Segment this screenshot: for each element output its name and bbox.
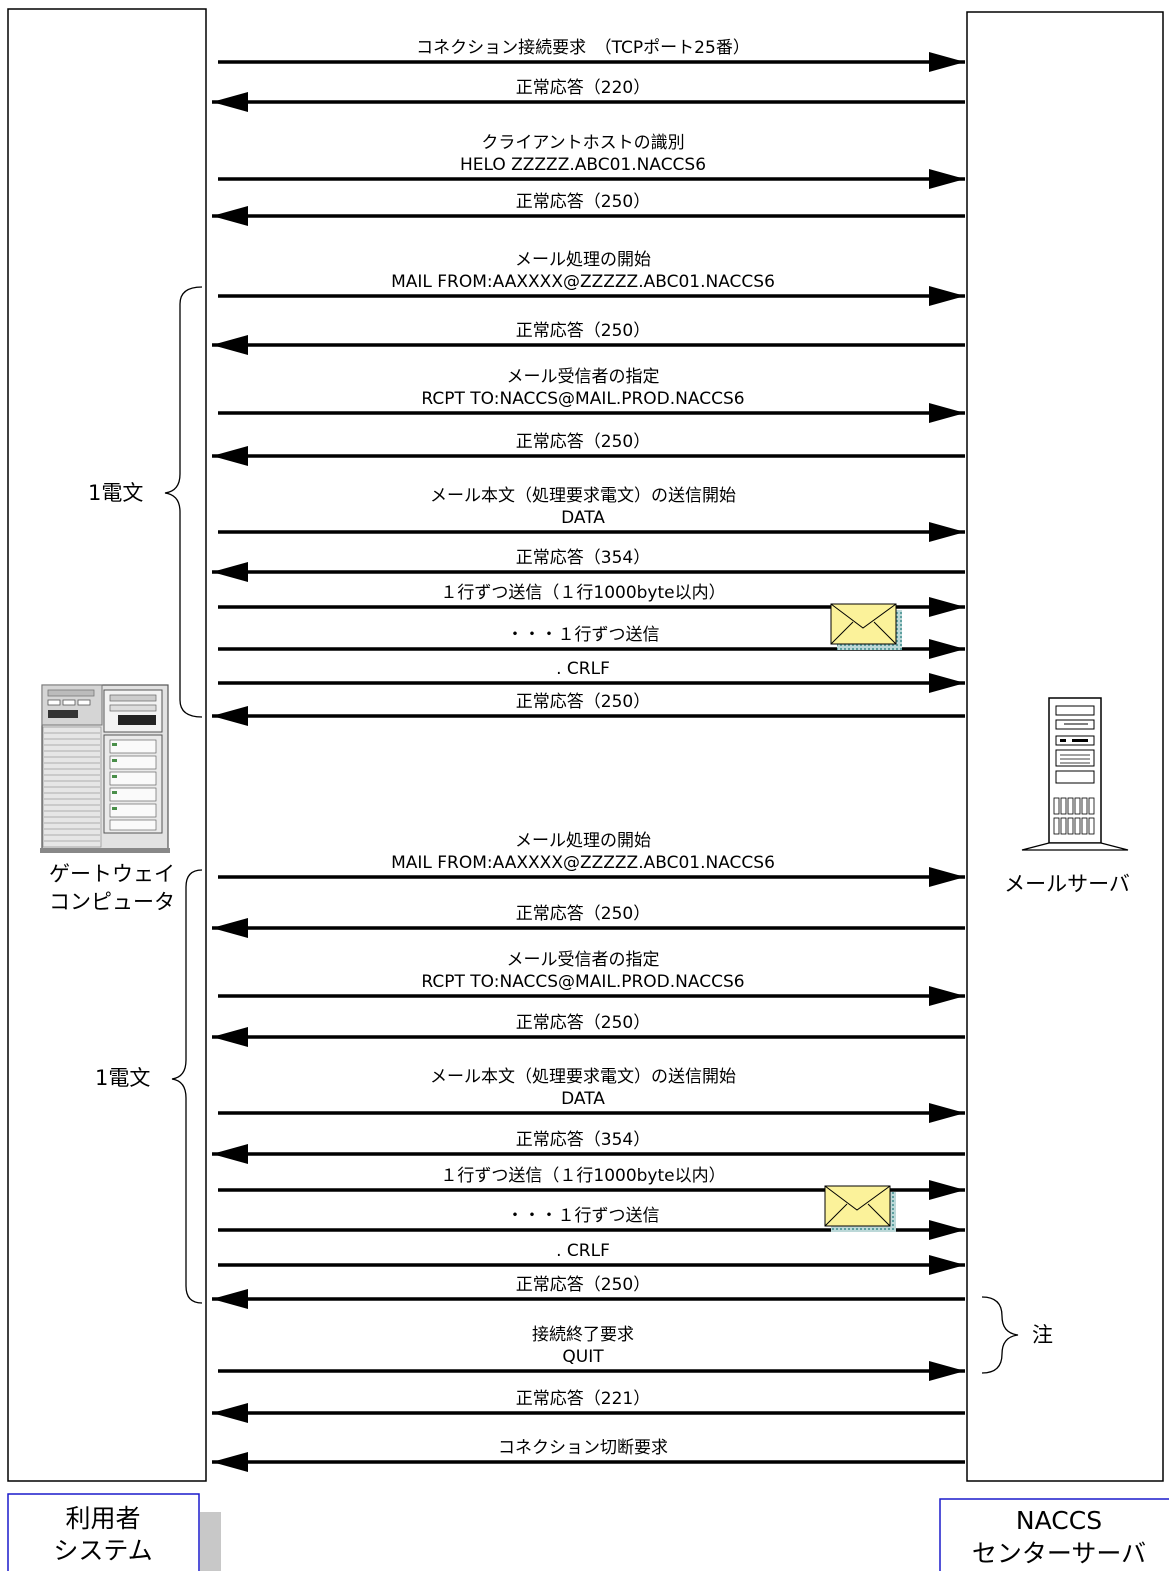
message-label: 正常応答（250）: [516, 1275, 650, 1295]
message-label: メール受信者の指定: [507, 367, 660, 387]
gateway-computer-icon: [40, 685, 170, 853]
response-message: 正常応答（250）: [212, 321, 965, 345]
message-label: メール受信者の指定: [507, 950, 660, 970]
naccs-server-box-line2: センターサーバ: [972, 1539, 1146, 1568]
note-label: 注: [1032, 1323, 1053, 1347]
message-label: MAIL FROM:AAXXXX@ZZZZZ.ABC01.NACCS6: [391, 853, 775, 873]
message-label: . CRLF: [556, 659, 610, 679]
user-system-box-line2: システム: [53, 1536, 152, 1565]
response-message: 正常応答（250）: [212, 904, 965, 928]
message-list: コネクション接続要求 （TCPポート25番） 正常応答（220） クライアントホスト…: [212, 38, 965, 1462]
message-label: メール処理の開始: [515, 831, 651, 851]
message-label: メール本文（処理要求電文）の送信開始: [430, 486, 736, 506]
message-label: 正常応答（250）: [516, 192, 650, 212]
request-message: . CRLF: [218, 659, 965, 683]
message-label: メール本文（処理要求電文）の送信開始: [430, 1067, 736, 1087]
message-label: HELO ZZZZZ.ABC01.NACCS6: [460, 155, 706, 175]
envelope-icon: [831, 604, 902, 650]
message-label: メール処理の開始: [515, 250, 651, 270]
message-label: DATA: [561, 508, 605, 528]
message-label: 正常応答（250）: [516, 432, 650, 452]
gateway-label-line1: ゲートウェイ: [49, 862, 175, 886]
request-message: . CRLF: [218, 1241, 965, 1265]
message-label: ・・・１行ずつ送信: [507, 1206, 660, 1226]
response-message: コネクション切断要求: [212, 1438, 965, 1462]
mail-server-label: メールサーバ: [1004, 872, 1130, 896]
message-label: RCPT TO:NACCS@MAIL.PROD.NACCS6: [421, 972, 744, 992]
message-label: コネクション接続要求 （TCPポート25番）: [416, 38, 750, 58]
response-message: 正常応答（250）: [212, 1013, 965, 1037]
message-label: 正常応答（354）: [516, 1130, 650, 1150]
user-system-box-line1: 利用者: [65, 1504, 140, 1533]
message-label: １行ずつ送信（１行1000byte以内）: [440, 583, 725, 603]
response-message: 正常応答（250）: [212, 692, 965, 716]
response-message: 正常応答（250）: [212, 432, 965, 456]
message-label: クライアントホストの識別: [481, 133, 684, 153]
message-label: １行ずつ送信（１行1000byte以内）: [440, 1166, 725, 1186]
response-message: 正常応答（354）: [212, 1130, 965, 1154]
message-label: 正常応答（250）: [516, 904, 650, 924]
gateway-label-line2: コンピュータ: [49, 890, 175, 914]
message-label: 正常応答（221）: [516, 1389, 650, 1409]
message-label: . CRLF: [556, 1241, 610, 1261]
response-message: 正常応答（221）: [212, 1389, 965, 1413]
message-label: 接続終了要求: [532, 1325, 634, 1345]
response-message: 正常応答（250）: [212, 1275, 965, 1299]
message-label: コネクション切断要求: [498, 1438, 668, 1458]
message-label: MAIL FROM:AAXXXX@ZZZZZ.ABC01.NACCS6: [391, 272, 775, 292]
response-message: 正常応答（220）: [212, 78, 965, 102]
message-label: ・・・１行ずつ送信: [507, 625, 660, 645]
message-label: 正常応答（250）: [516, 321, 650, 341]
message-label: RCPT TO:NACCS@MAIL.PROD.NACCS6: [421, 389, 744, 409]
response-message: 正常応答（354）: [212, 548, 965, 572]
message-label: 正常応答（354）: [516, 548, 650, 568]
message-label: DATA: [561, 1089, 605, 1109]
request-message: １行ずつ送信（１行1000byte以内）: [218, 583, 965, 607]
message-label: QUIT: [562, 1347, 604, 1367]
naccs-server-box-line1: NACCS: [1016, 1506, 1102, 1535]
box-shadow: [200, 1512, 221, 1571]
message-label: 正常応答（250）: [516, 1013, 650, 1033]
brace-label: 1電文: [95, 1066, 150, 1090]
response-message: 正常応答（250）: [212, 192, 965, 216]
brace-label: 1電文: [88, 481, 143, 505]
envelope-icon: [825, 1186, 896, 1232]
message-label: 正常応答（250）: [516, 692, 650, 712]
request-message: コネクション接続要求 （TCPポート25番）: [218, 38, 965, 62]
message-label: 正常応答（220）: [516, 78, 650, 98]
